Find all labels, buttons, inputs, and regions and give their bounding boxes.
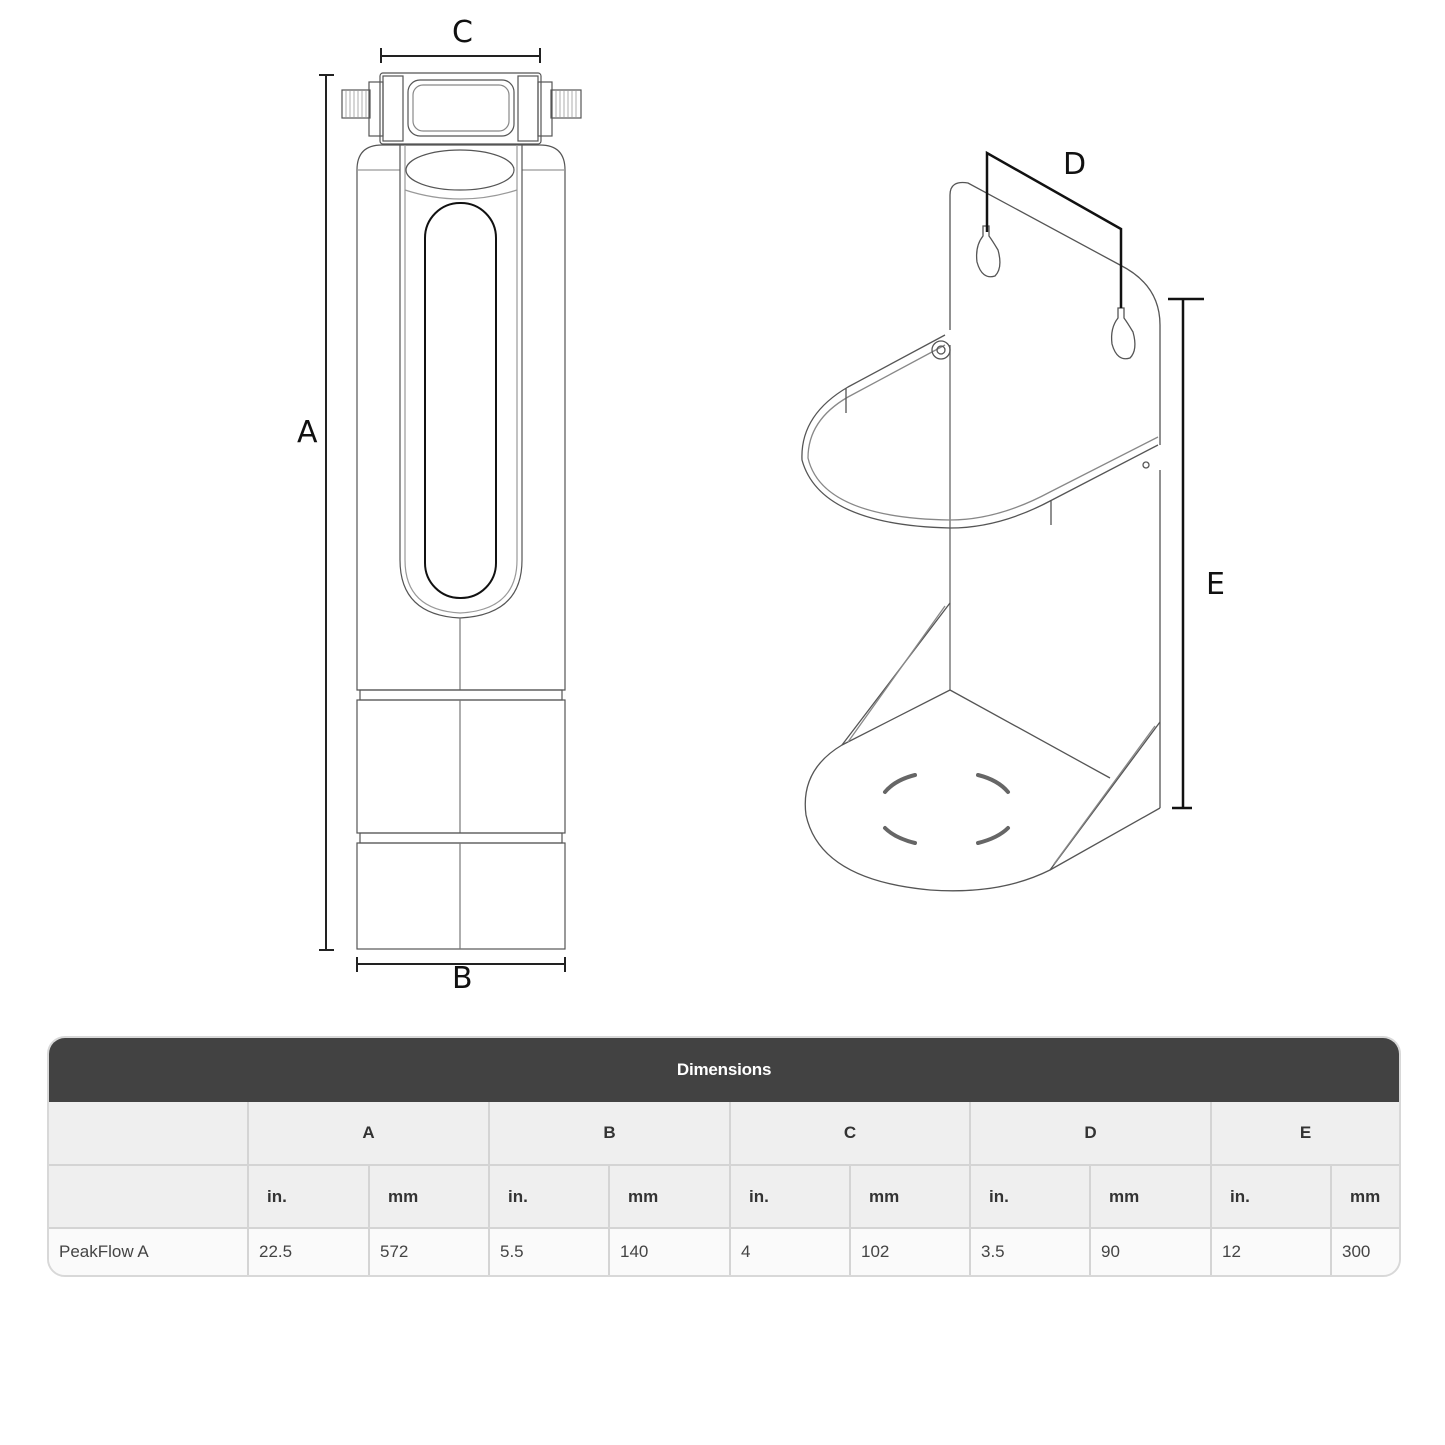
unit-e-in: in. <box>1210 1164 1332 1229</box>
dimension-a-line <box>319 74 334 951</box>
unit-e-mm: mm <box>1329 1164 1399 1229</box>
unit-a-mm: mm <box>368 1164 490 1229</box>
label-a: A <box>297 415 318 450</box>
unit-b-in: in. <box>488 1164 610 1229</box>
unit-d-in: in. <box>969 1164 1091 1229</box>
header-e: E <box>1209 1102 1399 1166</box>
unit-d-mm: mm <box>1089 1164 1212 1229</box>
empty-unit-cell <box>49 1164 249 1229</box>
value-b-in: 5.5 <box>488 1227 610 1275</box>
empty-header-cell <box>49 1102 249 1166</box>
unit-b-mm: mm <box>608 1164 731 1229</box>
value-d-in: 3.5 <box>969 1227 1091 1275</box>
label-b: B <box>452 961 473 996</box>
label-d: D <box>1063 147 1087 182</box>
value-e-in: 12 <box>1210 1227 1332 1275</box>
technical-drawing: C A B D E <box>297 15 1225 996</box>
dimension-c-line <box>380 48 541 63</box>
dimensions-table: Dimensions A B C D E in. mm in. mm in. m… <box>47 1036 1401 1277</box>
value-c-in: 4 <box>729 1227 851 1275</box>
label-e: E <box>1206 567 1225 602</box>
value-a-in: 22.5 <box>247 1227 370 1275</box>
value-d-mm: 90 <box>1089 1227 1212 1275</box>
drawing-svg <box>319 48 1204 972</box>
dimension-letter-row: A B C D E <box>49 1102 1399 1166</box>
cartridge-front-view <box>319 48 582 972</box>
dimension-b-line <box>356 957 566 972</box>
header-c: C <box>729 1102 971 1166</box>
dimension-d-line <box>985 150 1123 308</box>
value-c-mm: 102 <box>849 1227 971 1275</box>
bracket-isometric-view <box>801 150 1204 892</box>
value-a-mm: 572 <box>368 1227 490 1275</box>
model-name: PeakFlow A <box>49 1227 249 1275</box>
unit-row: in. mm in. mm in. mm in. mm in. mm <box>49 1164 1399 1229</box>
dimension-e-line <box>1168 297 1204 810</box>
header-a: A <box>247 1102 490 1166</box>
table-title: Dimensions <box>49 1038 1399 1102</box>
unit-c-in: in. <box>729 1164 851 1229</box>
header-d: D <box>969 1102 1212 1166</box>
unit-a-in: in. <box>247 1164 370 1229</box>
table-row: PeakFlow A 22.5 572 5.5 140 4 102 3.5 90… <box>49 1227 1399 1275</box>
label-c: C <box>452 15 473 50</box>
unit-c-mm: mm <box>849 1164 971 1229</box>
value-b-mm: 140 <box>608 1227 731 1275</box>
header-b: B <box>488 1102 731 1166</box>
value-e-mm: 300 <box>1329 1227 1399 1275</box>
